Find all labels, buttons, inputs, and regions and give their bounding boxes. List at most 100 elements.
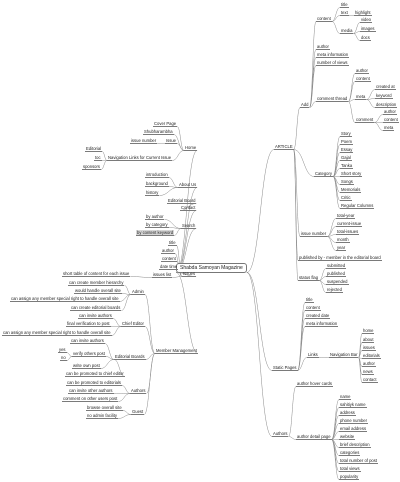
node-chief-editor[interactable]: Chief Editor: [121, 321, 145, 327]
node-category-item[interactable]: Short story: [340, 171, 363, 177]
node-author-detail-item[interactable]: address: [339, 410, 356, 416]
node-guest-item[interactable]: no admin facility: [86, 413, 119, 419]
node-category-item[interactable]: Critic: [340, 195, 352, 201]
node-author-detail-page[interactable]: author detail page: [296, 434, 332, 440]
node-nav-item[interactable]: news: [362, 369, 374, 375]
node-content[interactable]: content: [316, 16, 332, 22]
node-static-item[interactable]: content: [305, 305, 321, 311]
node-author-detail-item[interactable]: website: [339, 434, 356, 440]
node-search-item[interactable]: by author: [145, 214, 165, 220]
node-chief-item[interactable]: final verification to post: [66, 321, 111, 327]
node-title[interactable]: title: [340, 2, 349, 8]
node-nav-item[interactable]: about: [362, 337, 375, 343]
node-short-toc[interactable]: short table of content for each issue: [62, 271, 131, 277]
node-search-item[interactable]: by category: [145, 222, 169, 228]
node-status-flag[interactable]: status flag: [298, 275, 320, 281]
node-author-hover-cards[interactable]: author hover cards: [296, 381, 333, 387]
node-eb-no[interactable]: no: [60, 355, 67, 361]
node-issue-number-item[interactable]: month: [336, 237, 350, 243]
node-status-item[interactable]: rejected: [326, 287, 343, 293]
node-ct-author[interactable]: author: [355, 68, 369, 74]
node-static-item[interactable]: title: [305, 297, 314, 303]
node-published-by[interactable]: published by - member in the editorial b…: [298, 255, 382, 261]
node-nav-item[interactable]: home: [362, 328, 375, 334]
node-home[interactable]: Home: [184, 145, 198, 151]
node-admin-item[interactable]: can create editorial boards: [70, 305, 122, 311]
node-author-detail-item[interactable]: sahitiyk name: [339, 402, 367, 408]
node-eb-yes[interactable]: yes: [58, 347, 67, 353]
node-description[interactable]: description: [375, 102, 398, 108]
node-author-detail-item[interactable]: total views: [339, 466, 361, 472]
node-admin-item[interactable]: would handle overall site: [74, 288, 122, 294]
node-issues-title[interactable]: title: [168, 240, 177, 246]
node-ct-content[interactable]: content: [355, 76, 371, 82]
node-nav-item[interactable]: issues: [362, 345, 376, 351]
node-issue-number-item[interactable]: total-issues: [336, 229, 360, 235]
node-article[interactable]: ARTICLE: [274, 144, 294, 150]
node-comment[interactable]: comment: [355, 117, 375, 123]
node-admin-item[interactable]: can assign any member special right to h…: [10, 296, 120, 302]
node-search-item-selected[interactable]: by content keyword: [136, 230, 175, 236]
node-category-item[interactable]: Memorials: [340, 187, 362, 193]
node-links[interactable]: Links: [307, 352, 319, 358]
node-comment-thread[interactable]: comment thread: [316, 96, 349, 102]
node-editorial[interactable]: Editorial: [85, 146, 103, 152]
node-meta-information[interactable]: meta information: [316, 52, 350, 58]
node-eb-write-own[interactable]: write own post: [72, 363, 101, 369]
node-authors[interactable]: Authors: [272, 431, 289, 437]
node-issue-number-item[interactable]: current-issue: [336, 221, 363, 227]
node-issues-date-time[interactable]: date time: [159, 264, 179, 270]
node-keyword[interactable]: keyword: [375, 93, 393, 99]
node-toc[interactable]: toc: [94, 155, 102, 161]
node-eb-verify[interactable]: verify others post: [72, 351, 106, 357]
node-comment-meta[interactable]: meta: [383, 125, 395, 131]
node-chief-item[interactable]: can assign any member special right to h…: [2, 330, 112, 336]
node-issue-number-item[interactable]: year: [336, 245, 347, 251]
node-member-authors[interactable]: Authors: [130, 388, 147, 394]
node-author-detail-item[interactable]: popularity: [339, 474, 360, 480]
node-member-management[interactable]: Member Management: [155, 348, 198, 354]
node-nav-item[interactable]: contact: [362, 377, 378, 383]
node-static-pages[interactable]: Static Pages: [272, 365, 298, 371]
node-video[interactable]: video: [360, 17, 373, 23]
node-chief-item[interactable]: can invite authors: [78, 313, 113, 319]
node-member-authors-item[interactable]: can invite other authors: [68, 388, 114, 394]
node-guest[interactable]: Guest: [131, 409, 145, 415]
node-author-detail-item[interactable]: categories: [339, 450, 361, 456]
node-admin[interactable]: Admin: [131, 289, 145, 295]
node-created-at[interactable]: created at: [375, 84, 396, 90]
node-author-detail-item[interactable]: phone number: [339, 418, 369, 424]
node-status-item[interactable]: submitted: [326, 263, 347, 269]
node-author-detail-item[interactable]: brief description: [339, 442, 371, 448]
node-sponsors[interactable]: sponsors: [82, 164, 101, 170]
node-navigation-bar[interactable]: Navigation Bar: [329, 352, 359, 358]
node-issues-content[interactable]: content: [161, 256, 177, 262]
node-shubharambha[interactable]: Shubharambha: [143, 129, 174, 135]
node-static-item[interactable]: meta information: [305, 321, 339, 327]
node-text[interactable]: text: [340, 10, 349, 16]
node-guest-item[interactable]: browse overall site: [86, 405, 123, 411]
node-comment-author[interactable]: author: [383, 109, 397, 115]
node-author-detail-item[interactable]: email address: [339, 426, 368, 432]
node-highlight[interactable]: highlight: [354, 10, 372, 16]
node-home-issue-number[interactable]: issue number: [130, 138, 158, 144]
node-about-item[interactable]: history: [145, 190, 160, 196]
node-about-us[interactable]: About Us: [178, 182, 198, 188]
node-category-item[interactable]: Story: [340, 131, 352, 137]
node-about-item[interactable]: introduction: [145, 172, 169, 178]
node-media[interactable]: media: [340, 28, 354, 34]
node-category-item[interactable]: Poem: [340, 139, 353, 145]
node-nav-item[interactable]: editorials: [362, 353, 381, 359]
node-category-item[interactable]: Gajal: [340, 155, 352, 161]
node-editorial-boards[interactable]: Editorial Boards: [114, 354, 146, 360]
node-add[interactable]: Add: [300, 102, 310, 108]
node-about-item[interactable]: background: [145, 181, 169, 187]
node-docs[interactable]: docs: [360, 35, 371, 41]
root-node[interactable]: Shabda Samoyan Magazine: [176, 263, 247, 273]
node-eb-promoted-chief[interactable]: can be promoted to chief editor: [65, 371, 125, 377]
node-eb-can-invite[interactable]: can invite authors: [70, 338, 105, 344]
node-member-authors-item[interactable]: comment on other users post: [62, 396, 119, 402]
node-category-item[interactable]: Songs: [340, 179, 354, 185]
node-admin-item[interactable]: can create member hierarchy: [68, 280, 125, 286]
node-category-item[interactable]: Tanka: [340, 163, 354, 169]
